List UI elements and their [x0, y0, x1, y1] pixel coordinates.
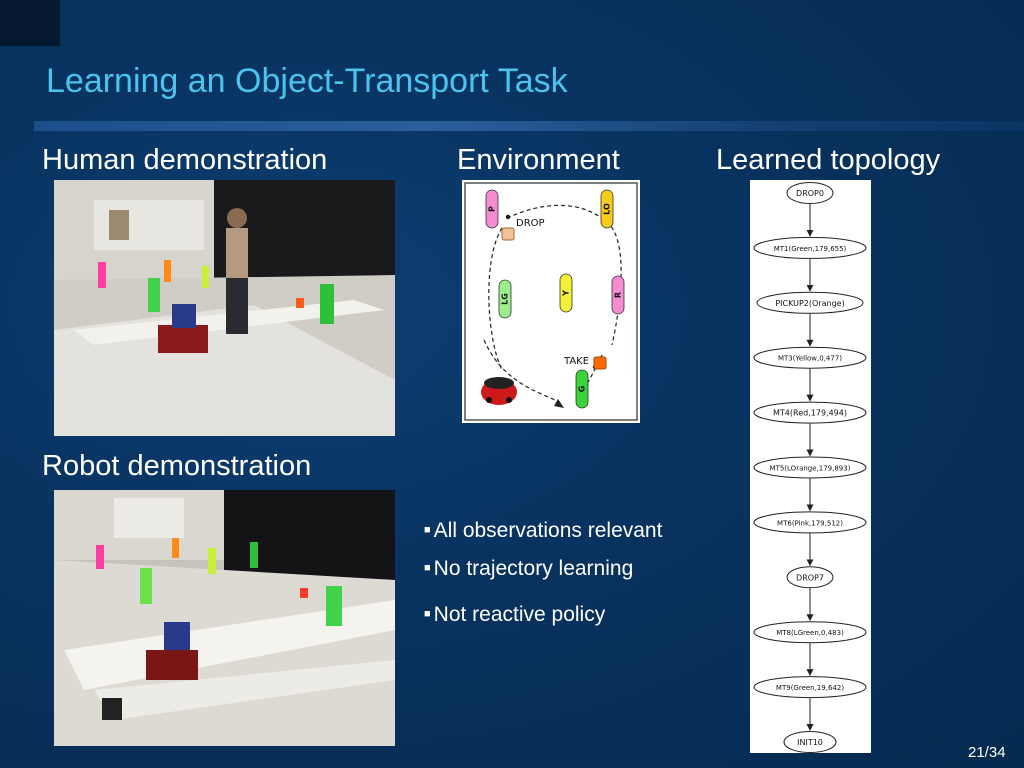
post-label: G	[578, 386, 587, 393]
heading-human-demonstration: Human demonstration	[42, 144, 328, 176]
topology-node-label: MT8(LGreen,0,483)	[776, 629, 844, 637]
post-label: P	[488, 206, 497, 212]
post-label: Y	[562, 290, 571, 297]
environment-diagram: DROP TAKE P LO LG Y R G	[462, 180, 640, 423]
human-demonstration-photo	[54, 180, 395, 436]
post-g: G	[575, 369, 589, 409]
corner-block	[0, 0, 60, 46]
heading-environment: Environment	[457, 144, 620, 176]
post-lo: LO	[600, 189, 614, 229]
bullet-item: ■No trajectory learning	[424, 557, 634, 580]
heading-learned-topology: Learned topology	[716, 144, 941, 176]
topology-node-label: MT6(Pink,179,512)	[777, 519, 843, 527]
topology-node-label: DROP0	[796, 189, 824, 198]
robot-demonstration-photo	[54, 490, 395, 746]
post-p: P	[485, 189, 499, 229]
heading-robot-demonstration: Robot demonstration	[42, 450, 312, 482]
topology-node	[756, 291, 864, 314]
post-label: LO	[603, 203, 612, 215]
post-lg: LG	[498, 279, 512, 319]
take-box	[593, 356, 607, 370]
post-y: Y	[559, 273, 573, 313]
title-rule	[34, 121, 1024, 131]
topology-node	[753, 401, 867, 424]
post-r: R	[611, 275, 625, 315]
topology-node-label: MT4(Red,179,494)	[773, 409, 847, 418]
page-number: 21/34	[968, 744, 1006, 761]
slide-title: Learning an Object-Transport Task	[46, 62, 568, 100]
bullet-item: ■Not reactive policy	[424, 603, 606, 626]
topology-node-label: MT1(Green,179,655)	[774, 245, 847, 253]
drop-label: DROP	[516, 218, 545, 229]
topology-node-label: MT5(LOrange,179,893)	[770, 465, 851, 473]
topology-node-label: MT9(Green,19,642)	[776, 684, 844, 692]
post-label: R	[614, 292, 623, 298]
topology-node-label: DROP7	[796, 573, 824, 582]
topology-node	[786, 566, 834, 589]
topology-node	[753, 511, 867, 534]
topology-node	[783, 731, 837, 753]
topology-node	[786, 182, 834, 204]
robot-icon	[481, 377, 517, 405]
bullet-item: ■All observations relevant	[424, 519, 663, 542]
topology-node	[753, 456, 867, 479]
take-label: TAKE	[563, 356, 589, 367]
bullet-square-icon: ■	[424, 608, 431, 620]
bullet-square-icon: ■	[424, 524, 431, 536]
topology-node	[753, 621, 867, 644]
bullet-square-icon: ■	[424, 562, 431, 574]
topology-node-label: PICKUP2(Orange)	[775, 299, 844, 308]
drop-box	[501, 227, 515, 241]
topology-node-label: MT3(Yellow,0,477)	[778, 355, 842, 363]
topology-node	[753, 236, 867, 259]
topology-node	[753, 346, 867, 369]
topology-node	[753, 676, 867, 699]
post-label: LG	[501, 293, 510, 305]
topology-node-label: INIT10	[797, 738, 823, 747]
